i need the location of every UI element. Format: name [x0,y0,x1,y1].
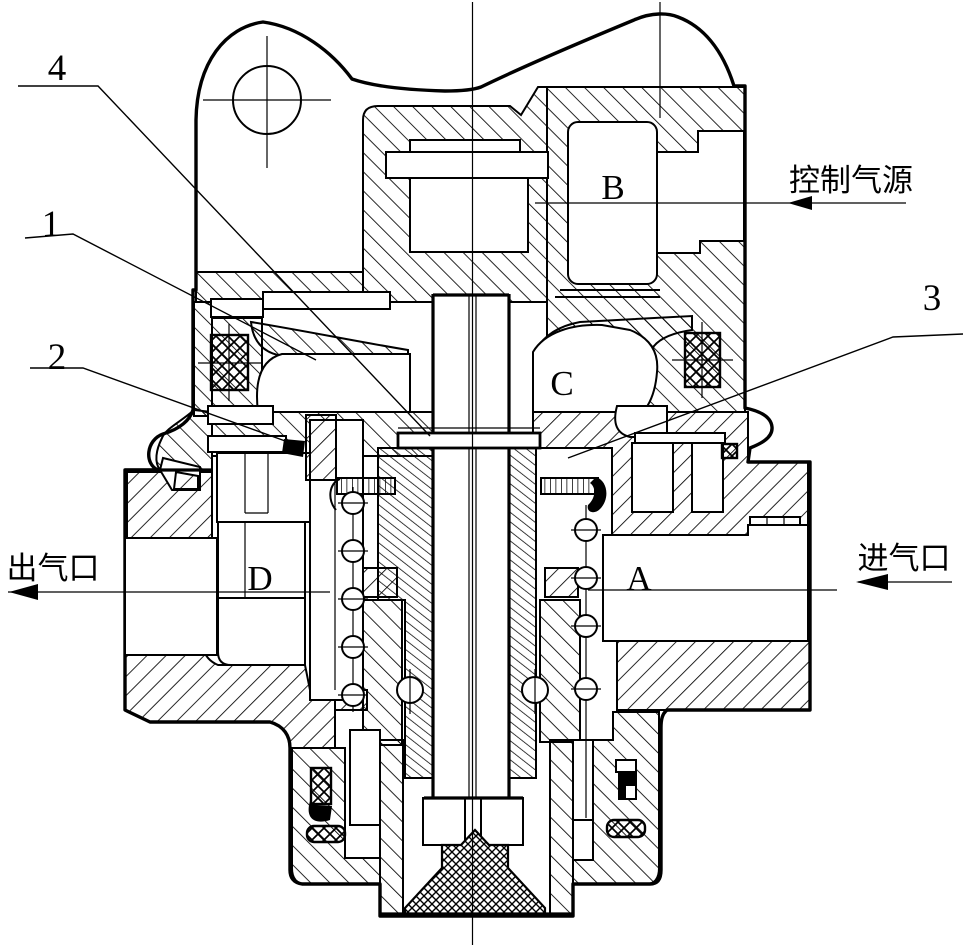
cover-slot-b [210,298,264,318]
seat-ret1 [631,442,674,513]
chamber-d-mid [217,521,306,599]
cover-slot-a [262,291,391,310]
chamber-b-label: B [601,168,624,207]
spring-window [409,177,529,253]
cap-plate [409,139,521,153]
piston-disc-left [249,320,409,357]
callout-2-label: 2 [48,337,67,378]
stem-foot-left [422,797,466,846]
valve-plate [396,431,542,450]
seat-bar [634,432,726,444]
thread-band [749,516,801,526]
spring-right [571,505,601,818]
piston-hub [305,414,337,481]
chamber-d-low [217,597,306,666]
stem-channel [433,294,509,798]
oring-right [672,322,733,398]
left-wall [193,301,213,417]
right-flange-lower [616,640,811,711]
cup-right [572,711,660,885]
stem-walls [424,293,523,800]
bottom-seals-right [605,759,647,839]
chamber-a-white [602,524,809,642]
bottom-seals-left [305,766,347,844]
centerlines [8,2,952,945]
oring-left [198,324,262,401]
callout-leaders [18,85,964,459]
seat-oring [720,442,739,460]
lip-seal-left [336,477,396,495]
leader-2 [30,367,289,443]
guide-column-left [362,599,403,746]
leader-3 [567,333,964,459]
spring-left [338,487,368,712]
control-air-label: 控制气源 [789,163,913,199]
chamber-c-left [256,353,411,413]
chamber-c-label: C [550,364,573,403]
lip-curl-left [329,478,341,511]
step-right [544,567,579,598]
sleeve-right [507,447,537,779]
control-port-channel [656,130,745,254]
inlet-label: 进气口 [858,541,951,577]
diaphragm-band [207,405,274,425]
leader-1 [24,233,317,361]
labels: 4 1 2 3 B C D A 控制气源 出气口 进气口 [7,48,951,598]
chamber-c-right [532,323,659,413]
screw-left [396,669,424,714]
screw-right [521,669,549,714]
lip-curl-right [587,477,607,513]
chamber-d-label: D [247,559,272,598]
rubber-valve [403,828,547,916]
b-bottom-lines [555,289,660,298]
lip-seal-right [540,477,599,495]
chamber-a-label: A [626,559,652,598]
boss-wall-right [549,739,574,915]
callout-4-label: 4 [48,48,67,89]
cap-slot [385,151,549,179]
callout-1-label: 1 [42,204,61,245]
cavities [124,121,809,846]
boss-wall-left [379,739,404,915]
flange-notch-insert [172,470,199,490]
outlet-label: 出气口 [7,551,100,587]
pocket-left [349,729,381,826]
stem-bore [468,296,477,797]
stem-foot-right [480,797,524,846]
pocket-right [572,739,594,821]
seat-ret2 [691,442,724,513]
step-left [362,567,398,598]
inlet-arrow [856,574,888,590]
guide-column-right [539,599,581,743]
seal-band [207,435,287,453]
control-arrow [788,196,812,210]
leader-4 [18,85,431,437]
callout-3-label: 3 [923,278,942,319]
d-dividers [244,453,269,598]
outlet-port [124,537,218,656]
chamber-d-top [216,452,311,523]
diaphragm-seal-black [282,439,305,457]
outlet-arrow [9,584,38,600]
